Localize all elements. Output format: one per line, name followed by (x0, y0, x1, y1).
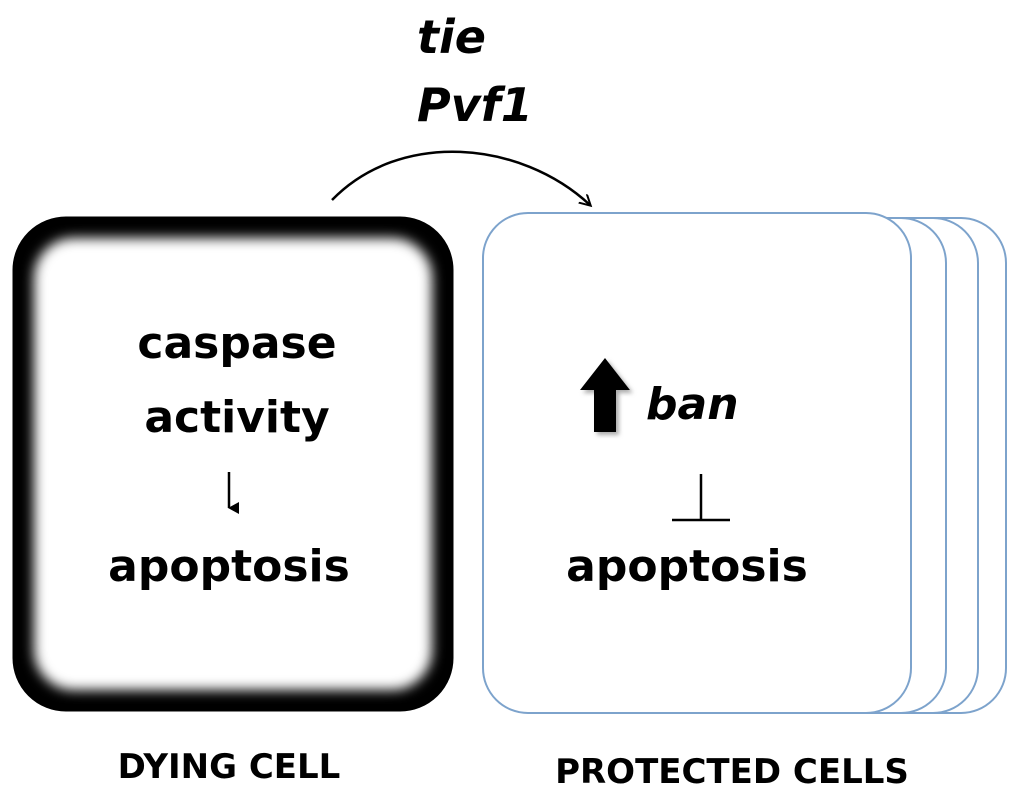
signal-tie-label: tie (417, 10, 486, 64)
protected-cells-caption: PROTECTED CELLS (555, 752, 909, 792)
activity-label: activity (144, 392, 330, 443)
ban-gene-label: ban (646, 379, 739, 430)
caspase-label: caspase (137, 318, 337, 369)
dying-cell (12, 216, 454, 712)
up-arrow-icon (580, 358, 630, 432)
signal-pvf1-label: Pvf1 (417, 78, 533, 132)
dying-apoptosis-label: apoptosis (108, 541, 350, 592)
protected-apoptosis-label: apoptosis (566, 541, 808, 592)
signal-arrow (331, 150, 590, 205)
dying-cell-caption: DYING CELL (117, 747, 341, 787)
protected-cells-stack (482, 212, 1007, 714)
inhibition-bar (672, 474, 730, 522)
protected-cell-front (482, 212, 912, 714)
